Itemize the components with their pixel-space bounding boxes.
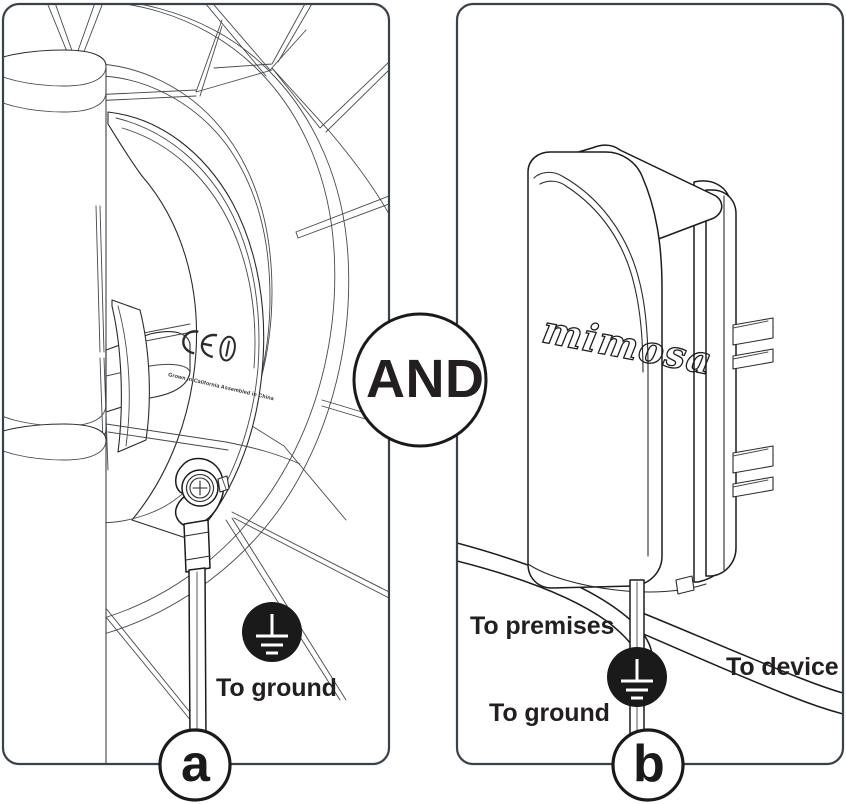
panel-b-to-device-label: To device [726,653,839,681]
ground-icon [607,647,667,707]
dish-inner-shell [95,111,265,541]
ground-icon [242,602,302,662]
and-connector-label: AND [366,349,485,409]
panel-a-badge-label: a [181,735,210,793]
panel-b-to-premises-label: To premises [470,612,615,640]
mounting-slot-lower [732,445,774,498]
panel-b-to-ground-label: To ground [489,699,610,727]
ring-terminal-barrel [183,519,211,573]
pole-lower-sleeve [3,423,107,764]
device-front-face [527,151,663,589]
grounding-lug [174,457,230,537]
panel-a-illustration [3,4,389,764]
device-side-face-outer [705,189,737,577]
dish-feed-arm [111,299,150,453]
mounting-slot-upper [732,317,774,370]
conduit-device [633,611,843,715]
ce-mark-icon [182,330,236,362]
panel-b-badge-label: b [633,735,665,793]
panel-a-to-ground-label: To ground [216,674,337,702]
device-bottom-edge [527,563,707,595]
